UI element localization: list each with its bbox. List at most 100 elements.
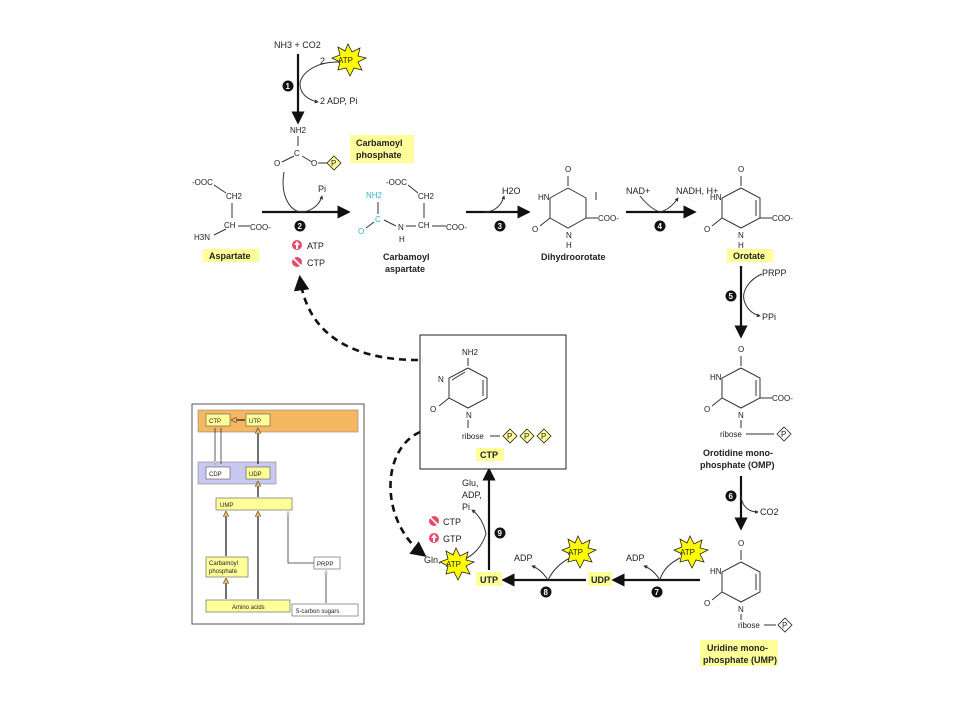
aspartate-structure: -OOC CH2 CH COO- H3N (192, 178, 271, 242)
ump-structure: O HN N O ribose P (704, 539, 793, 633)
atom-label: NH2 (462, 348, 479, 357)
step-badge (494, 527, 506, 539)
step-badge (494, 220, 506, 232)
positive-regulation-icon (292, 240, 302, 250)
nh3-co2-label: NH3 + CO2 (274, 40, 321, 50)
two-adp-pi-label: 2 ADP, Pi (320, 96, 357, 106)
orotate-structure: O HN N H O COO- (704, 165, 793, 250)
carbamoyl-phosphate-structure: NH2 C O O P (274, 126, 342, 171)
step-badge (294, 220, 306, 232)
nadh-label: NADH, H+ (676, 186, 718, 196)
step-badge (651, 586, 663, 598)
atom-label: H3N (194, 233, 210, 242)
carbamoyl-aspartate-label-2: aspartate (385, 264, 425, 274)
ctp-inhibitor-label: CTP (443, 517, 461, 527)
step-badge (282, 80, 294, 92)
atp-burst-icon: ATP (439, 547, 476, 581)
glu-label: Glu, (462, 478, 479, 488)
inset-prpp: PRPP (317, 562, 333, 568)
atom-label: O (704, 599, 710, 608)
atom-label: ribose (462, 432, 484, 441)
ump-label: Uridine mono- (707, 643, 768, 653)
ctp-inhibitor-label: CTP (307, 258, 325, 268)
adp-label: ADP (514, 553, 533, 563)
atom-label: N (738, 231, 744, 240)
step-badge (540, 586, 552, 598)
atom-label: COO- (772, 214, 793, 223)
ppi-label: PPi (762, 312, 776, 322)
inset-utp: UTP (249, 419, 261, 425)
atp-activator-label: ATP (307, 241, 324, 251)
atom-label: COO- (772, 394, 793, 403)
ctp-label: CTP (480, 450, 498, 460)
atom-label: N (466, 411, 472, 420)
atp-burst-label: ATP (680, 548, 695, 557)
atom-label: NH2 (366, 191, 383, 200)
atom-label: N (738, 605, 744, 614)
atom-label: O (738, 345, 744, 354)
step2-carbamoyl-feed (282, 171, 301, 213)
pi-label: Pi (318, 184, 326, 194)
atom-label: H (399, 235, 405, 244)
carbamoyl-phosphate-label-2: phosphate (356, 150, 402, 160)
dihydroorotate-label: Dihydroorotate (541, 252, 606, 262)
atom-label: -OOC (192, 178, 213, 187)
pi-label: Pi (462, 502, 470, 512)
step-number: 2 (298, 222, 303, 231)
atom-label: H (566, 241, 572, 250)
atom-label: HN (538, 193, 550, 202)
atom-label: P (331, 159, 336, 168)
atom-label: P (781, 430, 786, 439)
ctp-feedback-to-step2 (293, 274, 419, 362)
adp-label: ADP, (462, 490, 482, 500)
label-highlight (350, 135, 414, 163)
atp-burst-label: ATP (338, 56, 353, 65)
inset-carbamoyl-phosphate-2: phosphate (209, 569, 238, 575)
step-badge (725, 290, 737, 302)
step-number: 5 (729, 292, 734, 301)
step-number: 7 (655, 588, 660, 597)
atp-burst-label: ATP (568, 548, 583, 557)
step3-h2o-release (483, 195, 506, 213)
utp-label: UTP (480, 575, 498, 585)
gtp-activator-label: GTP (443, 534, 462, 544)
carbamoyl-phosphate-label: Carbamoyl (356, 138, 403, 148)
negative-regulation-icon (292, 257, 302, 267)
label-highlight (700, 640, 778, 666)
step-number: 9 (498, 529, 503, 538)
step-number: 6 (729, 492, 734, 501)
inset-udp: UDP (249, 472, 262, 478)
nad-label: NAD+ (626, 186, 650, 196)
atom-label: CH2 (418, 192, 435, 201)
step7-atp-arrow (643, 557, 681, 582)
atom-label: P (507, 432, 512, 441)
atom-label: HN (710, 373, 722, 382)
atom-label: N (566, 231, 572, 240)
atom-label: N (438, 375, 444, 384)
inset-triphosphate-band (197, 409, 359, 433)
step-number: 4 (658, 222, 663, 231)
prpp-label: PRPP (762, 268, 787, 278)
atom-label: C (294, 149, 300, 158)
atom-label: O (358, 227, 364, 236)
step6-co2-release (740, 495, 759, 514)
atom-label: O (430, 405, 436, 414)
atom-label: H (738, 241, 744, 250)
step-number: 8 (544, 588, 549, 597)
atom-label: HN (710, 567, 722, 576)
atom-label: O (738, 539, 744, 548)
omp-label: Orotidine mono- (703, 448, 773, 458)
atom-label: O (738, 165, 744, 174)
omp-label-2: phosphate (OMP) (700, 460, 775, 470)
label-highlight (203, 249, 259, 262)
ctp-feedback-to-step9 (389, 430, 427, 557)
atom-label: P (541, 432, 546, 441)
inset-ctp: CTP (209, 419, 221, 425)
inset-amino-acids: Amino acids (232, 605, 265, 611)
atom-label: CH2 (226, 192, 243, 201)
atp-burst-label: ATP (446, 560, 461, 569)
aspartate-label: Aspartate (209, 251, 251, 261)
gln-label: Gln, (424, 555, 441, 565)
adp-label: ADP (626, 553, 645, 563)
